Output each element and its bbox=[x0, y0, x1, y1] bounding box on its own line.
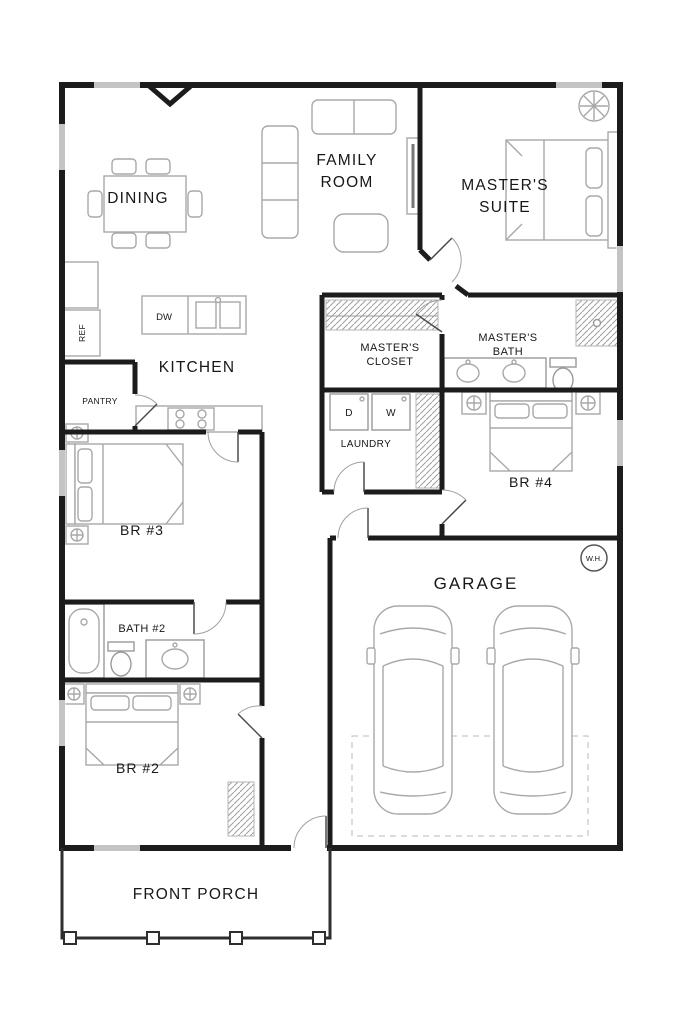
fixture-label-dryer: D bbox=[345, 408, 353, 419]
room-label-br2: BR #2 bbox=[116, 760, 160, 776]
br3-bed bbox=[74, 443, 184, 525]
br2-furniture bbox=[63, 683, 255, 837]
washer-unit bbox=[371, 393, 411, 431]
room-label-bath2: BATH #2 bbox=[118, 623, 165, 635]
master-closet-fixtures bbox=[325, 299, 439, 331]
kitchen-fixtures bbox=[63, 261, 263, 433]
room-label-br4: BR #4 bbox=[509, 474, 553, 490]
armchair bbox=[333, 213, 389, 253]
counter-left bbox=[63, 261, 99, 309]
sectional-sofa bbox=[261, 125, 299, 239]
vanity bbox=[145, 639, 205, 679]
fixture-label-ref: REF bbox=[77, 324, 87, 342]
garage-contents bbox=[351, 544, 608, 837]
fixture-label-wh: W.H. bbox=[586, 554, 602, 563]
room-label-closet-2: CLOSET bbox=[366, 356, 413, 368]
room-label-laundry: LAUNDRY bbox=[341, 439, 391, 450]
closet-rod bbox=[325, 299, 439, 331]
entry-closet bbox=[227, 781, 255, 837]
room-label-family-2: ROOM bbox=[320, 174, 373, 191]
bathtub bbox=[63, 603, 105, 679]
garage-door-outline bbox=[351, 735, 589, 837]
room-label-closet-1: MASTER'S bbox=[360, 342, 419, 354]
dryer-unit bbox=[329, 393, 369, 431]
room-label-family-1: FAMILY bbox=[316, 152, 377, 169]
front-door-opening bbox=[291, 843, 327, 853]
room-label-porch: FRONT PORCH bbox=[133, 886, 260, 903]
toilet-icon bbox=[549, 357, 577, 393]
master-bath-fixtures bbox=[443, 299, 619, 393]
room-label-br3: BR #3 bbox=[120, 522, 164, 538]
porch-post bbox=[146, 931, 160, 945]
front-porch bbox=[60, 848, 332, 945]
dining-table bbox=[103, 175, 187, 233]
linen-shelves bbox=[415, 393, 441, 489]
room-label-mbath-2: BATH bbox=[493, 346, 524, 358]
sink-basin bbox=[195, 301, 217, 329]
fixture-label-dw: DW bbox=[156, 312, 172, 323]
br3-furniture bbox=[65, 423, 184, 545]
refrigerator bbox=[63, 309, 101, 357]
room-label-dining: DINING bbox=[107, 190, 168, 207]
room-label-suite-2: SUITE bbox=[479, 199, 531, 216]
room-label-kitchen: KITCHEN bbox=[159, 359, 235, 376]
windows bbox=[58, 81, 624, 852]
counter-bottom bbox=[135, 405, 263, 433]
plant-icon bbox=[578, 90, 610, 122]
br4-furniture bbox=[461, 391, 601, 472]
laundry-fixtures bbox=[329, 393, 441, 489]
bath2-fixtures bbox=[63, 603, 205, 679]
family-room-furniture bbox=[261, 99, 420, 253]
room-label-pantry: PANTRY bbox=[82, 396, 118, 406]
dining-furniture bbox=[87, 158, 203, 249]
porch-post bbox=[63, 931, 77, 945]
room-label-garage: GARAGE bbox=[434, 574, 519, 593]
porch-post bbox=[229, 931, 243, 945]
water-heater-icon bbox=[580, 544, 608, 572]
master-suite-furniture bbox=[505, 90, 619, 249]
toilet-icon bbox=[107, 641, 135, 677]
double-vanity bbox=[443, 357, 547, 389]
porch-post bbox=[312, 931, 326, 945]
fixture-label-washer: W bbox=[386, 408, 396, 419]
room-label-suite-1: MASTER'S bbox=[461, 177, 549, 194]
doors bbox=[134, 237, 467, 849]
room-label-mbath-1: MASTER'S bbox=[478, 332, 537, 344]
interior-walls bbox=[62, 83, 620, 848]
